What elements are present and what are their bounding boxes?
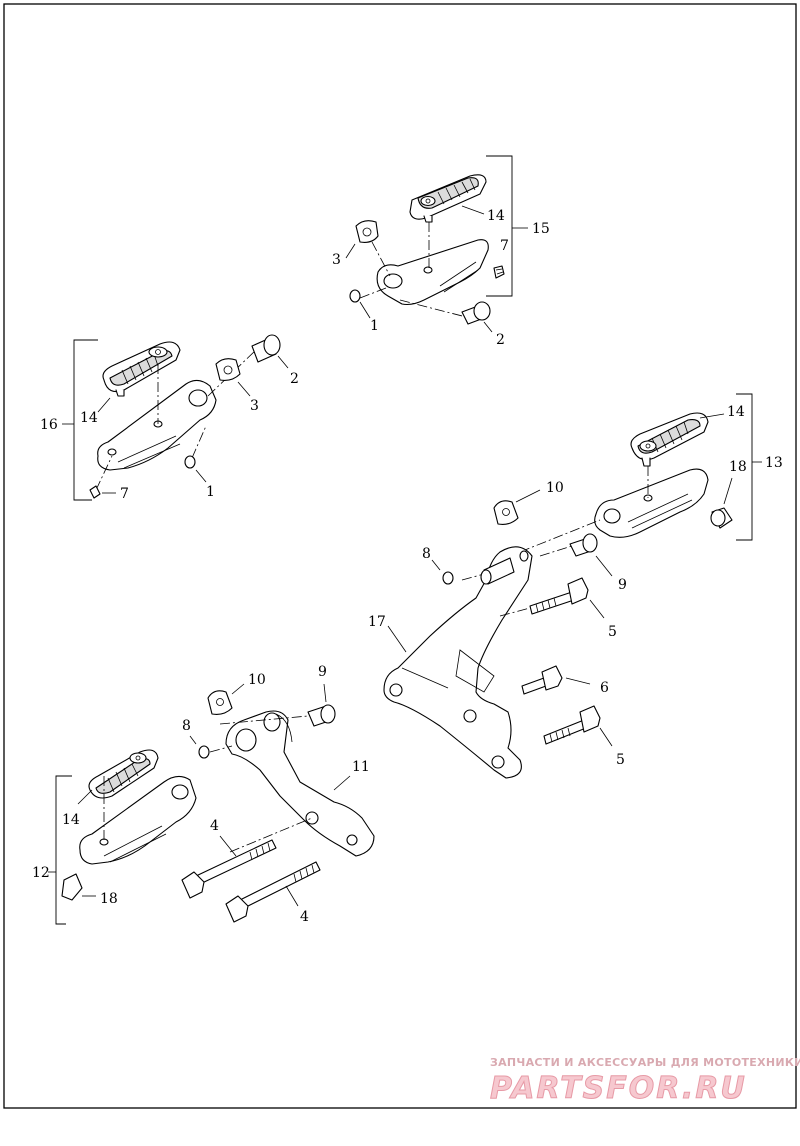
footpeg-assembly-right [383,393,762,779]
callout-6: 6 [600,680,609,696]
callout-5: 5 [616,752,625,768]
callout-10: 10 [248,672,266,688]
callout-3: 3 [332,252,341,268]
callout-7: 7 [500,238,509,254]
watermark-brand: PARTSFOR.RU [490,1071,747,1106]
callout-14: 14 [487,208,505,224]
callout-14: 14 [80,410,98,426]
callout-14: 14 [62,812,80,828]
callout-2: 2 [496,332,505,348]
callout-labels: 14 15 7 3 1 2 2 3 14 16 1 7 14 13 18 10 … [32,208,783,925]
watermark: ЗАПЧАСТИ И АКСЕССУАРЫ ДЛЯ МОТОТЕХНИКИ PA… [490,1056,800,1107]
callout-1: 1 [206,484,215,500]
callout-8: 8 [422,546,431,562]
callout-14: 14 [727,404,745,420]
callout-18: 18 [729,459,747,475]
callout-4: 4 [210,818,219,834]
callout-3: 3 [250,398,259,414]
callout-1: 1 [370,318,379,334]
callout-5: 5 [608,624,617,640]
callout-9: 9 [618,577,627,593]
callout-8: 8 [182,718,191,734]
callout-11: 11 [352,759,370,775]
callout-2: 2 [290,371,299,387]
callout-4: 4 [300,909,309,925]
callout-16: 16 [40,417,58,433]
watermark-tagline: ЗАПЧАСТИ И АКСЕССУАРЫ ДЛЯ МОТОТЕХНИКИ [490,1056,800,1069]
callout-17: 17 [368,614,386,630]
callout-15: 15 [532,221,550,237]
callout-12: 12 [32,865,50,881]
page-frame [3,3,797,1109]
callout-18: 18 [100,891,118,907]
footpeg-assembly-left [62,334,289,501]
callout-10: 10 [546,480,564,496]
callout-9: 9 [318,664,327,680]
callout-7: 7 [120,486,129,502]
footpeg-assembly-top [345,155,528,333]
callout-13: 13 [765,455,783,471]
footpeg-assembly-lower [48,683,375,925]
